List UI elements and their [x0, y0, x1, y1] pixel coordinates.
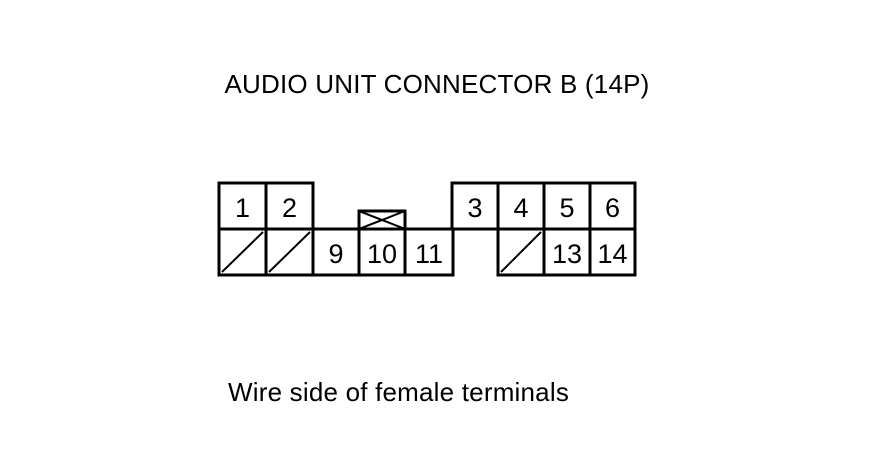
terminal-4-label: 4 [513, 193, 528, 223]
lock-tab [357, 209, 407, 231]
terminal-9-label: 9 [328, 239, 343, 269]
diagram-caption: Wire side of female terminals [228, 377, 570, 407]
terminal-13-label: 13 [552, 239, 582, 269]
diagram-title: AUDIO UNIT CONNECTOR B (14P) [224, 69, 650, 99]
empty-cavity-8 [268, 231, 311, 273]
terminal-5-label: 5 [559, 193, 574, 223]
empty-cavity-7 [221, 231, 264, 273]
terminal-1-label: 1 [235, 193, 250, 223]
terminal-3-label: 3 [467, 193, 482, 223]
terminal-2-label: 2 [282, 193, 297, 223]
terminal-6-label: 6 [605, 193, 620, 223]
terminal-10-label: 10 [367, 239, 397, 269]
terminal-14-label: 14 [597, 239, 627, 269]
terminal-11-label: 11 [415, 239, 443, 269]
empty-cavity-12 [500, 231, 542, 273]
